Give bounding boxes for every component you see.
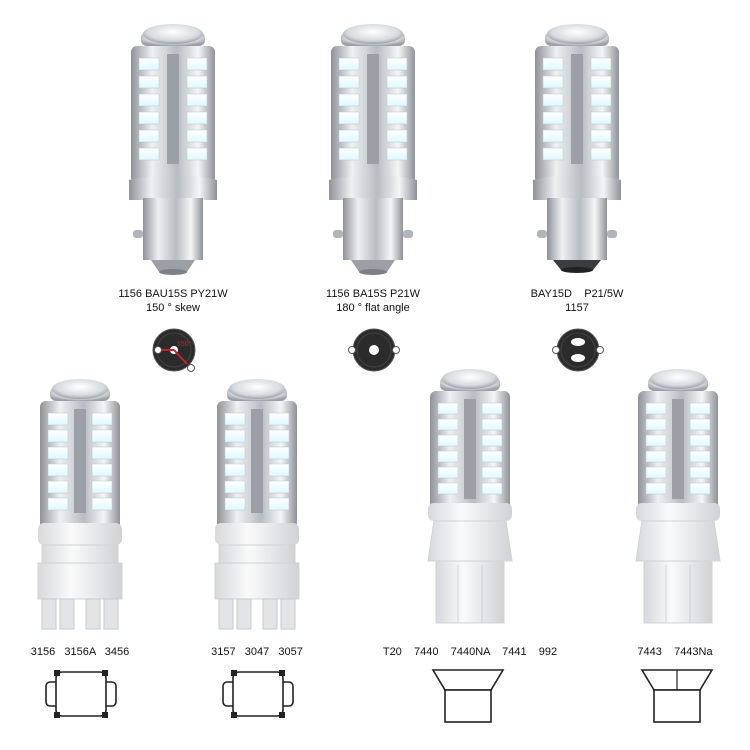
label-1156-bau15s: 1156 BAU15S PY21W 150 ° skew [103, 287, 243, 315]
label-line1: 1156 BAU15S PY21W [118, 288, 228, 300]
label-7443: 7443 7443Na [637, 646, 713, 658]
label-3156: 3156 3156A 3456 [30, 646, 130, 658]
label-1156-ba15s: 1156 BA15S P21W 180 ° flat angle [303, 287, 443, 315]
label-line2: 180 ° flat angle [336, 302, 410, 314]
skew-angle-mark: 150° [177, 340, 192, 348]
bulb-t20-7440 [427, 369, 513, 624]
label-line2: 150 ° skew [146, 302, 200, 314]
socket-3156-icon [45, 670, 117, 718]
label-t20: T20 7440 7440NA 7441 992 [382, 646, 558, 658]
socket-dual-icon [552, 328, 604, 372]
bulb-1156-ba15s [329, 24, 417, 275]
socket-t20-icon [431, 669, 505, 723]
label-line1: BAY15D P21/5W [530, 288, 624, 300]
bulb-7443 [635, 369, 721, 624]
label-line1: 1156 BA15S P21W [326, 288, 420, 300]
socket-7443-icon [640, 669, 714, 723]
socket-flat-icon [348, 328, 400, 372]
bulb-3156 [37, 379, 123, 630]
bulb-bay15d [533, 24, 621, 273]
bulb-3157 [214, 379, 300, 630]
socket-skew-icon: 150° [152, 328, 196, 372]
label-line2: 1157 [565, 302, 589, 314]
label-3157: 3157 3047 3057 [211, 646, 303, 658]
bulb-1156-bau15s [129, 24, 217, 275]
label-bay15d: BAY15D P21/5W 1157 [507, 287, 647, 315]
socket-3157-icon [222, 670, 294, 718]
